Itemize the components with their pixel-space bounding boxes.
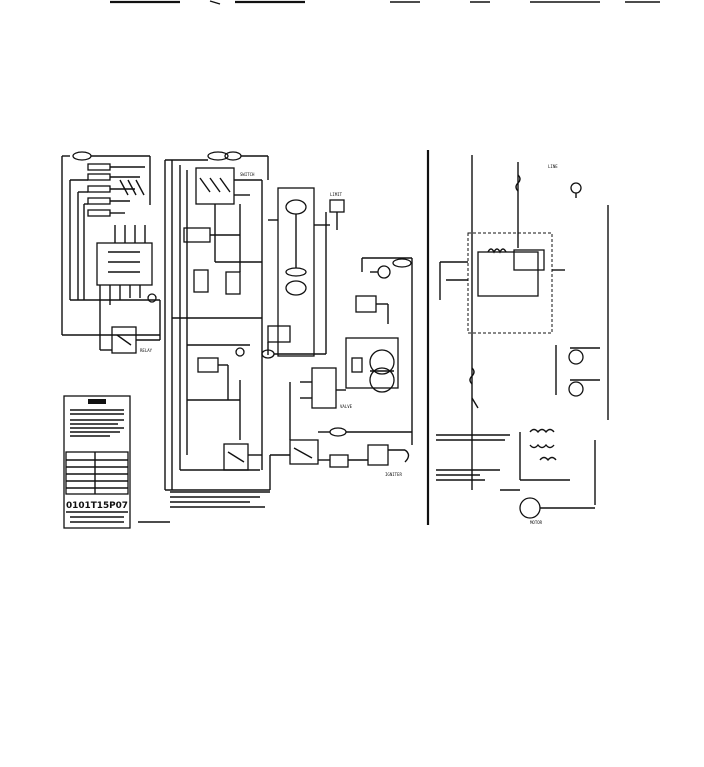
center-harness: SWITCH xyxy=(164,151,270,491)
svg-text:VALVE: VALVE xyxy=(340,404,353,409)
valve-and-igniter-group: VALVE IGNITER xyxy=(269,257,413,490)
schematic-panel: LINE MOTOR xyxy=(436,155,609,525)
svg-text:MOTOR: MOTOR xyxy=(530,520,543,525)
svg-text:LIMIT: LIMIT xyxy=(330,192,343,197)
svg-text:RELAY: RELAY xyxy=(140,348,153,353)
wiring-notes xyxy=(170,491,270,508)
svg-text:IGNITER: IGNITER xyxy=(385,472,402,477)
left-terminal-block: RELAY xyxy=(61,151,161,354)
svg-text:LINE: LINE xyxy=(548,164,558,169)
top-scan-marks xyxy=(110,0,660,5)
wiring-diagram-panel: RELAY 0101T15P07 xyxy=(61,151,413,529)
svg-text:SWITCH: SWITCH xyxy=(240,172,255,177)
parts-legend-block: 0101T15P07 xyxy=(63,395,170,529)
motor-column: LIMIT xyxy=(261,180,345,470)
part-number-label: 0101T15P07 xyxy=(66,501,128,511)
